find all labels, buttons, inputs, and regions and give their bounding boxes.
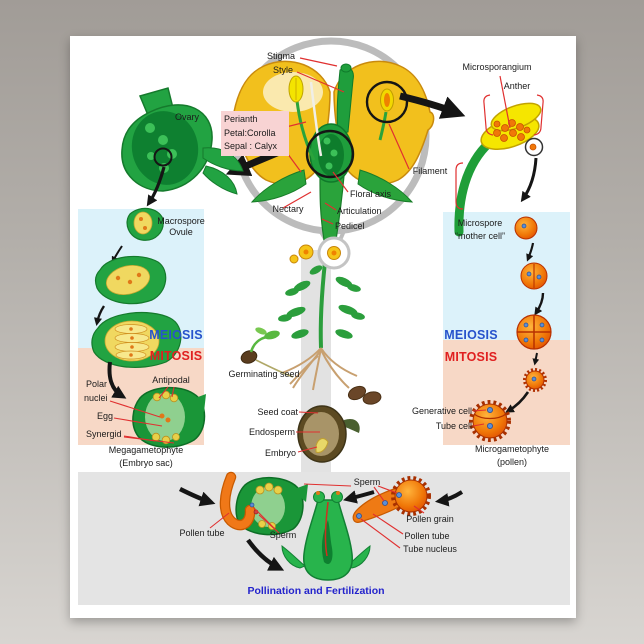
label-filament: Filament (412, 166, 448, 176)
seed-illustration (296, 385, 382, 463)
label-polar: Polar (86, 379, 108, 389)
label-sperm-left: Sperm (269, 530, 297, 540)
label-petal-corolla: Petal:Corolla (224, 127, 276, 138)
germinating-seed-illustration (240, 327, 294, 378)
label-germinating-seed: Germinating seed (228, 369, 300, 379)
label-sepal-calyx: Sepal : Calyx (224, 141, 278, 151)
arrow-ovary-to-ovule (146, 166, 166, 207)
label-pollen: (pollen) (496, 457, 528, 467)
anther-illustration (454, 75, 544, 237)
label-articulation: Articulation (337, 206, 382, 216)
arrow-to-megagametophyte (107, 361, 127, 399)
label-ovary: Ovary (174, 112, 200, 122)
arrow-anther-to-microspore (520, 157, 538, 203)
arrow-into-fertilization-right (434, 490, 464, 507)
label-meiosis-female: MEIOSIS (149, 328, 203, 342)
plant-illustration (278, 236, 365, 391)
label-style: Style (272, 65, 294, 75)
label-anther: Anther (503, 81, 531, 91)
label-microsporangium: Microsporangium (462, 62, 532, 72)
label-synergid: Synergid (86, 429, 122, 439)
germinated-pollen-illustration (352, 476, 464, 549)
arrow-into-fertilization-left (178, 486, 216, 507)
stamen-callout-circle (365, 80, 409, 124)
female-stages (91, 207, 182, 399)
label-antipodal: Antipodal (152, 375, 190, 385)
stamen-filament (295, 100, 316, 161)
label-pollen-tube-left: Pollen tube (179, 528, 225, 538)
label-ovule: Ovule (169, 227, 193, 237)
label-pedicel: Pedicel (335, 221, 365, 231)
label-microspore: Microspore (457, 218, 503, 228)
label-tube-cell: Tube cell (435, 421, 472, 431)
arrow-pollen-to-stigma (343, 490, 375, 504)
label-tube-nucleus: Tube nucleus (403, 544, 457, 554)
ovary-illustration (121, 87, 244, 207)
male-stages (469, 216, 552, 442)
label-nectary: Nectary (272, 204, 304, 214)
label-embryo: Embryo (264, 448, 296, 458)
label-pollen-grain: Pollen grain (406, 514, 454, 524)
male-meiosis-box (443, 212, 570, 340)
caption-pollination-fertilization: Pollination and Fertilization (247, 585, 385, 597)
arrow-sac-to-pistil (246, 538, 285, 571)
label-egg: Egg (97, 411, 114, 421)
pistil-illustration (246, 483, 375, 581)
ovule-callout-circle (153, 147, 173, 167)
label-embryo-sac: (Embryo sac) (119, 458, 173, 468)
label-meiosis-male: MEIOSIS (444, 328, 498, 342)
label-macrospore: Macrospore (157, 216, 205, 226)
label-pollen-tube-right: Pollen tube (404, 531, 450, 541)
megagametophyte-illustration (109, 386, 206, 448)
label-generative-cell: Generative cell (411, 406, 472, 416)
label-megagametophyte: Megagametophyte (108, 445, 184, 455)
label-endosperm: Endosperm (248, 427, 295, 437)
label-floral-axis: Floral axis (350, 189, 392, 199)
label-mitosis-female: MITOSIS (149, 349, 203, 363)
label-nuclei: nuclei (84, 393, 108, 403)
label-mitosis-male: MITOSIS (444, 350, 498, 364)
arrow-flower-to-anther (399, 92, 466, 119)
perianth-label-box: Perianth Petal:Corolla Sepal : Calyx (221, 111, 289, 156)
label-seed-coat: Seed coat (257, 407, 298, 417)
label-microgametophyte: Microgametophyte (474, 444, 550, 454)
fertilized-embryo-sac-illustration (178, 471, 308, 536)
label-perianth: Perianth (224, 114, 258, 124)
label-sperm-right: Sperm (353, 477, 381, 487)
ovary-callout-circle (305, 129, 355, 179)
label-mother-cell: “mother cell” (454, 231, 506, 241)
label-stigma: Stigma (266, 51, 296, 61)
